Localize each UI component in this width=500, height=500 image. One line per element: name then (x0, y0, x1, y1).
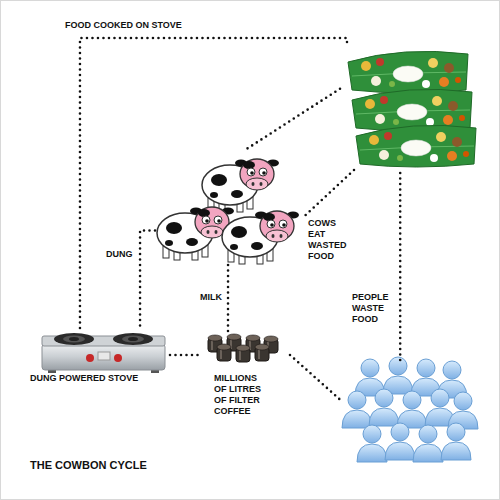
cows-illustration (202, 159, 279, 212)
edge-label: FOOD COOKED ON STOVE (65, 20, 265, 31)
people-illustration (413, 425, 443, 462)
dotted-connector (245, 89, 340, 150)
coffee-node: MILLIONS OF LITRES OF FILTER COFFEE (200, 335, 290, 430)
edge-label: PEOPLE WASTE FOOD (352, 292, 398, 325)
stove-illustration (113, 333, 153, 345)
stove-illustration (98, 352, 110, 360)
stove-illustration (54, 333, 94, 345)
edge-label: COWS EAT WASTED FOOD (308, 218, 354, 262)
stove-node: DUNG POWERED STOVE (30, 328, 170, 388)
cows-node (155, 150, 305, 265)
people-illustration (441, 423, 471, 460)
people-illustration (369, 389, 399, 426)
stove-illustration (63, 336, 85, 343)
stove-illustration (114, 354, 122, 362)
food-plates-illustration (356, 125, 476, 167)
stove-illustration (122, 336, 144, 343)
edge-label: DUNG (106, 249, 152, 260)
food-plates-illustration (348, 51, 468, 93)
people-illustration (342, 391, 372, 428)
coffee-cups-illustration (208, 334, 278, 362)
stove-illustration (86, 354, 94, 362)
food-plates-illustration (352, 89, 472, 131)
stove-illustration (128, 337, 138, 341)
dotted-connector (170, 354, 200, 357)
food-plates-node (340, 45, 480, 170)
people-illustration (383, 357, 413, 394)
edge-label: MILK (200, 292, 246, 303)
stove-illustration (69, 337, 79, 341)
coffee-cups-illustration (255, 344, 269, 361)
dotted-connector (80, 38, 347, 328)
coffee-cups-illustration (217, 344, 231, 361)
dotted-connector (399, 170, 402, 360)
dotted-connector (140, 231, 155, 329)
food-plates-illustration (348, 51, 476, 167)
node-label: DUNG POWERED STOVE (30, 373, 170, 384)
dotted-connector (305, 170, 354, 216)
people-illustration (397, 391, 427, 428)
diagram-title: THE COWBON CYCLE (30, 459, 147, 472)
cows-illustration (222, 211, 299, 264)
dotted-connector (227, 265, 230, 335)
people-node (340, 360, 480, 470)
stove-illustration (42, 344, 165, 370)
people-illustration (357, 425, 387, 462)
dotted-connector (290, 355, 340, 400)
stove-illustration (42, 333, 165, 373)
cows-illustration (157, 159, 299, 264)
people-illustration (385, 423, 415, 460)
node-label: MILLIONS OF LITRES OF FILTER COFFEE (214, 373, 268, 417)
coffee-cups-illustration (236, 345, 250, 362)
people-illustration (342, 357, 478, 462)
